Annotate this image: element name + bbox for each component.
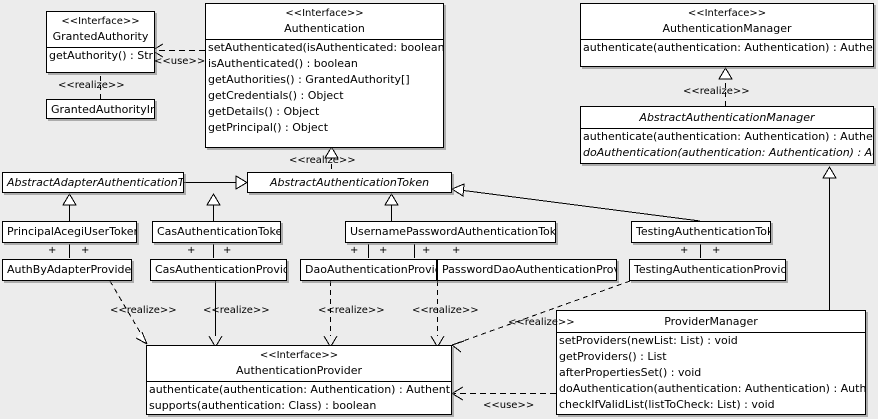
label-realize-granted-authority-impl: <<realize>>: [58, 80, 125, 91]
label-realize-password-dao-provider: <<realize>>: [412, 305, 479, 316]
class-stereotype: <<Interface>>: [687, 8, 767, 19]
compartment-separator: [206, 39, 443, 40]
class-abstract-adapter-authentication-token[interactable]: AbstractAdapterAuthenticationToken: [2, 172, 184, 193]
label-use-granted-authority: <<use>>: [154, 56, 206, 67]
class-name: AuthenticationProvider: [235, 364, 363, 377]
operation: checkIfValidList(listToCheck: List) : vo…: [559, 398, 775, 411]
operation: getProviders() : List: [559, 350, 667, 363]
class-granted-authority[interactable]: <<Interface>> GrantedAuthority getAuthor…: [46, 11, 155, 73]
label-realize-authentication-token: <<realize>>: [289, 155, 356, 166]
compartment-separator: [47, 47, 154, 48]
class-name: AbstractAuthenticationToken: [269, 176, 430, 189]
association-marker: +: [223, 245, 232, 256]
label-realize-cas-provider: <<realize>>: [203, 305, 270, 316]
operation-abstract: doAuthentication(authentication: Authent…: [583, 146, 873, 159]
operation: setAuthenticated(isAuthenticated: boolea…: [208, 41, 443, 54]
operations-compartment: getAuthority() : String: [47, 48, 154, 64]
class-name: CasAuthenticationToken: [157, 225, 280, 238]
compartment-separator: [581, 39, 873, 40]
operation: setProviders(newList: List) : void: [559, 334, 738, 347]
operation: doAuthentication(authentication: Authent…: [559, 382, 865, 395]
label-use-provider-manager: <<use>>: [483, 400, 535, 411]
association-marker: +: [452, 245, 461, 256]
operation: getDetails() : Object: [208, 105, 320, 118]
operations-compartment: authenticate(authentication: Authenticat…: [581, 129, 873, 161]
association-marker: +: [187, 245, 196, 256]
association-marker: +: [712, 245, 721, 256]
association-marker: +: [81, 245, 90, 256]
label-realize-auth-by-adapter: <<realize>>: [110, 305, 177, 316]
association-marker: +: [680, 245, 689, 256]
label-realize-authentication-manager: <<realize>>: [683, 86, 750, 97]
class-stereotype: <<Interface>>: [259, 350, 339, 361]
class-name: CasAuthenticationProvider: [155, 263, 286, 276]
class-authentication-manager[interactable]: <<Interface>> AuthenticationManager auth…: [580, 3, 874, 67]
class-password-dao-authentication-provider[interactable]: PasswordDaoAuthenticationProvider: [437, 259, 617, 281]
class-name: PrincipalAcegiUserToken: [7, 225, 136, 238]
operation: isAuthenticated() : boolean: [208, 57, 358, 70]
operation: authenticate(authentication: Authenticat…: [583, 41, 873, 54]
class-dao-authentication-provider[interactable]: DaoAuthenticationProvider: [300, 259, 437, 281]
class-name: TestingAuthenticationProvider: [634, 263, 785, 276]
class-testing-authentication-provider[interactable]: TestingAuthenticationProvider: [629, 259, 786, 281]
operation: getPrincipal() : Object: [208, 121, 329, 134]
class-name: AbstractAdapterAuthenticationToken: [7, 176, 183, 189]
class-name: UsernamePasswordAuthenticationToken: [350, 225, 555, 238]
association-marker: +: [48, 245, 57, 256]
association-marker: +: [350, 245, 359, 256]
operation: supports(authentication: Class) : boolea…: [149, 399, 377, 412]
class-name: AuthByAdapterProvider: [7, 263, 131, 276]
class-name: DaoAuthenticationProvider: [305, 263, 436, 276]
operation: getAuthority() : String: [49, 49, 154, 62]
association-marker: +: [379, 245, 388, 256]
class-name: PasswordDaoAuthenticationProvider: [442, 263, 616, 276]
class-abstract-authentication-token[interactable]: AbstractAuthenticationToken: [247, 172, 452, 193]
class-name: ProviderManager: [664, 315, 758, 328]
class-abstract-authentication-manager[interactable]: AbstractAuthenticationManager authentica…: [580, 106, 874, 164]
compartment-separator: [557, 332, 865, 333]
class-stereotype: <<Interface>>: [61, 16, 140, 27]
class-principal-acegi-user-token[interactable]: PrincipalAcegiUserToken: [2, 221, 137, 243]
class-name: GrantedAuthority: [52, 30, 149, 43]
operations-compartment: setProviders(newList: List) : void getPr…: [557, 333, 865, 413]
class-cas-authentication-provider[interactable]: CasAuthenticationProvider: [150, 259, 287, 281]
class-authentication-provider[interactable]: <<Interface>> AuthenticationProvider aut…: [146, 345, 452, 415]
class-provider-manager[interactable]: ProviderManager setProviders(newList: Li…: [556, 310, 866, 415]
class-name: AbstractAuthenticationManager: [639, 111, 815, 124]
class-auth-by-adapter-provider[interactable]: AuthByAdapterProvider: [2, 259, 132, 281]
class-cas-authentication-token[interactable]: CasAuthenticationToken: [152, 221, 281, 243]
class-authentication[interactable]: <<Interface>> Authentication setAuthenti…: [205, 3, 444, 148]
label-realize-dao-provider: <<realize>>: [318, 305, 385, 316]
operation: getAuthorities() : GrantedAuthority[]: [208, 73, 410, 86]
class-name: TestingAuthenticationToken: [636, 225, 770, 238]
operation: getCredentials() : Object: [208, 89, 344, 102]
class-name: GrantedAuthorityImpl: [51, 103, 154, 116]
class-name: AuthenticationManager: [662, 22, 792, 35]
operation: authenticate(authentication: Authenticat…: [149, 383, 451, 396]
compartment-separator: [147, 381, 451, 382]
compartment-separator: [581, 128, 873, 129]
association-marker: +: [422, 245, 431, 256]
operations-compartment: authenticate(authentication: Authenticat…: [581, 40, 873, 56]
class-testing-authentication-token[interactable]: TestingAuthenticationToken: [631, 221, 771, 243]
operations-compartment: authenticate(authentication: Authenticat…: [147, 382, 451, 414]
operation: afterPropertiesSet() : void: [559, 366, 702, 379]
class-granted-authority-impl[interactable]: GrantedAuthorityImpl: [46, 99, 155, 119]
class-stereotype: <<Interface>>: [285, 8, 364, 19]
operations-compartment: setAuthenticated(isAuthenticated: boolea…: [206, 40, 443, 136]
class-username-password-authentication-token[interactable]: UsernamePasswordAuthenticationToken: [345, 221, 556, 243]
label-realize-provider-manager: <<realize>>: [508, 317, 575, 328]
operation: authenticate(authentication: Authenticat…: [583, 130, 873, 143]
class-name: Authentication: [284, 22, 365, 35]
